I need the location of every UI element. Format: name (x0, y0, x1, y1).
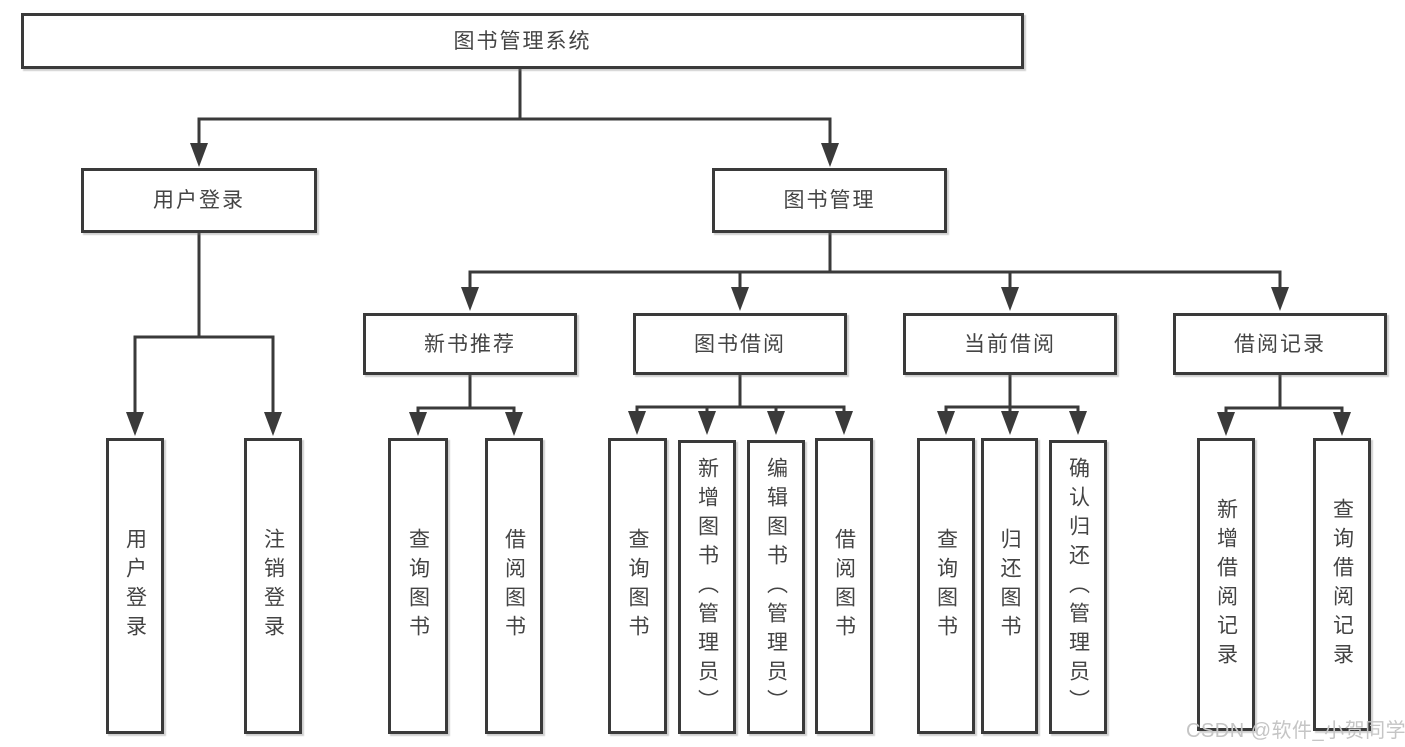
leaf-borrow-books-2-label: 借阅图书 (832, 528, 856, 644)
node-borrow-records-label: 借阅记录 (1234, 332, 1326, 356)
leaf-borrow-books-1: 借阅图书 (485, 438, 543, 734)
leaf-query-books-3: 查询图书 (917, 438, 975, 734)
leaf-query-books-2: 查询图书 (608, 438, 667, 734)
leaf-query-borrow-record-label: 查询借阅记录 (1330, 497, 1354, 672)
leaf-edit-books-admin-label: 编辑图书（管理员） (764, 456, 788, 718)
connector-root-to-level2 (190, 67, 839, 167)
leaf-edit-books-admin: 编辑图书（管理员） (747, 440, 805, 734)
leaf-query-books-1-label: 查询图书 (406, 528, 430, 644)
connector-new-book-recommend-branch (409, 373, 523, 436)
node-current-borrow-label: 当前借阅 (964, 332, 1056, 356)
leaf-query-books-1: 查询图书 (388, 438, 448, 734)
leaf-add-books-admin-label: 新增图书（管理员） (695, 456, 719, 718)
leaf-query-borrow-record: 查询借阅记录 (1313, 438, 1371, 731)
leaf-return-books-label: 归还图书 (998, 528, 1021, 644)
leaf-return-books: 归还图书 (981, 438, 1038, 734)
leaf-query-books-3-label: 查询图书 (934, 528, 958, 644)
leaf-confirm-return-admin: 确认归还（管理员） (1049, 440, 1107, 734)
leaf-borrow-books-1-label: 借阅图书 (502, 528, 526, 644)
connector-book-management-branch (461, 231, 1289, 311)
leaf-query-books-2-label: 查询图书 (626, 528, 649, 644)
node-book-borrow-label: 图书借阅 (694, 332, 786, 356)
connector-user-login-branch (126, 231, 282, 436)
node-root-label: 图书管理系统 (453, 29, 592, 53)
node-book-management: 图书管理 (712, 168, 947, 233)
leaf-user-login-label: 用户登录 (123, 528, 147, 644)
node-current-borrow: 当前借阅 (903, 313, 1117, 375)
watermark: CSDN @软件_小贺同学 (1186, 720, 1405, 742)
node-borrow-records: 借阅记录 (1173, 313, 1387, 375)
node-user-login-label: 用户登录 (153, 189, 245, 212)
leaf-confirm-return-admin-label: 确认归还（管理员） (1066, 456, 1090, 718)
leaf-add-borrow-record-label: 新增借阅记录 (1214, 497, 1238, 672)
connector-book-borrow-branch (628, 373, 853, 435)
node-user-login: 用户登录 (81, 168, 317, 233)
node-book-borrow: 图书借阅 (633, 313, 847, 375)
leaf-logout-label: 注销登录 (261, 528, 285, 644)
connector-borrow-records-branch (1217, 373, 1351, 436)
leaf-borrow-books-2: 借阅图书 (815, 438, 873, 734)
leaf-user-login: 用户登录 (106, 438, 164, 734)
node-new-book-recommend: 新书推荐 (363, 313, 577, 375)
connector-current-borrow-branch (937, 373, 1087, 435)
leaf-add-borrow-record: 新增借阅记录 (1197, 438, 1255, 731)
node-book-management-label: 图书管理 (783, 189, 876, 212)
node-new-book-recommend-label: 新书推荐 (424, 332, 516, 356)
leaf-logout: 注销登录 (244, 438, 302, 734)
node-root: 图书管理系统 (21, 13, 1024, 69)
leaf-add-books-admin: 新增图书（管理员） (678, 440, 736, 734)
